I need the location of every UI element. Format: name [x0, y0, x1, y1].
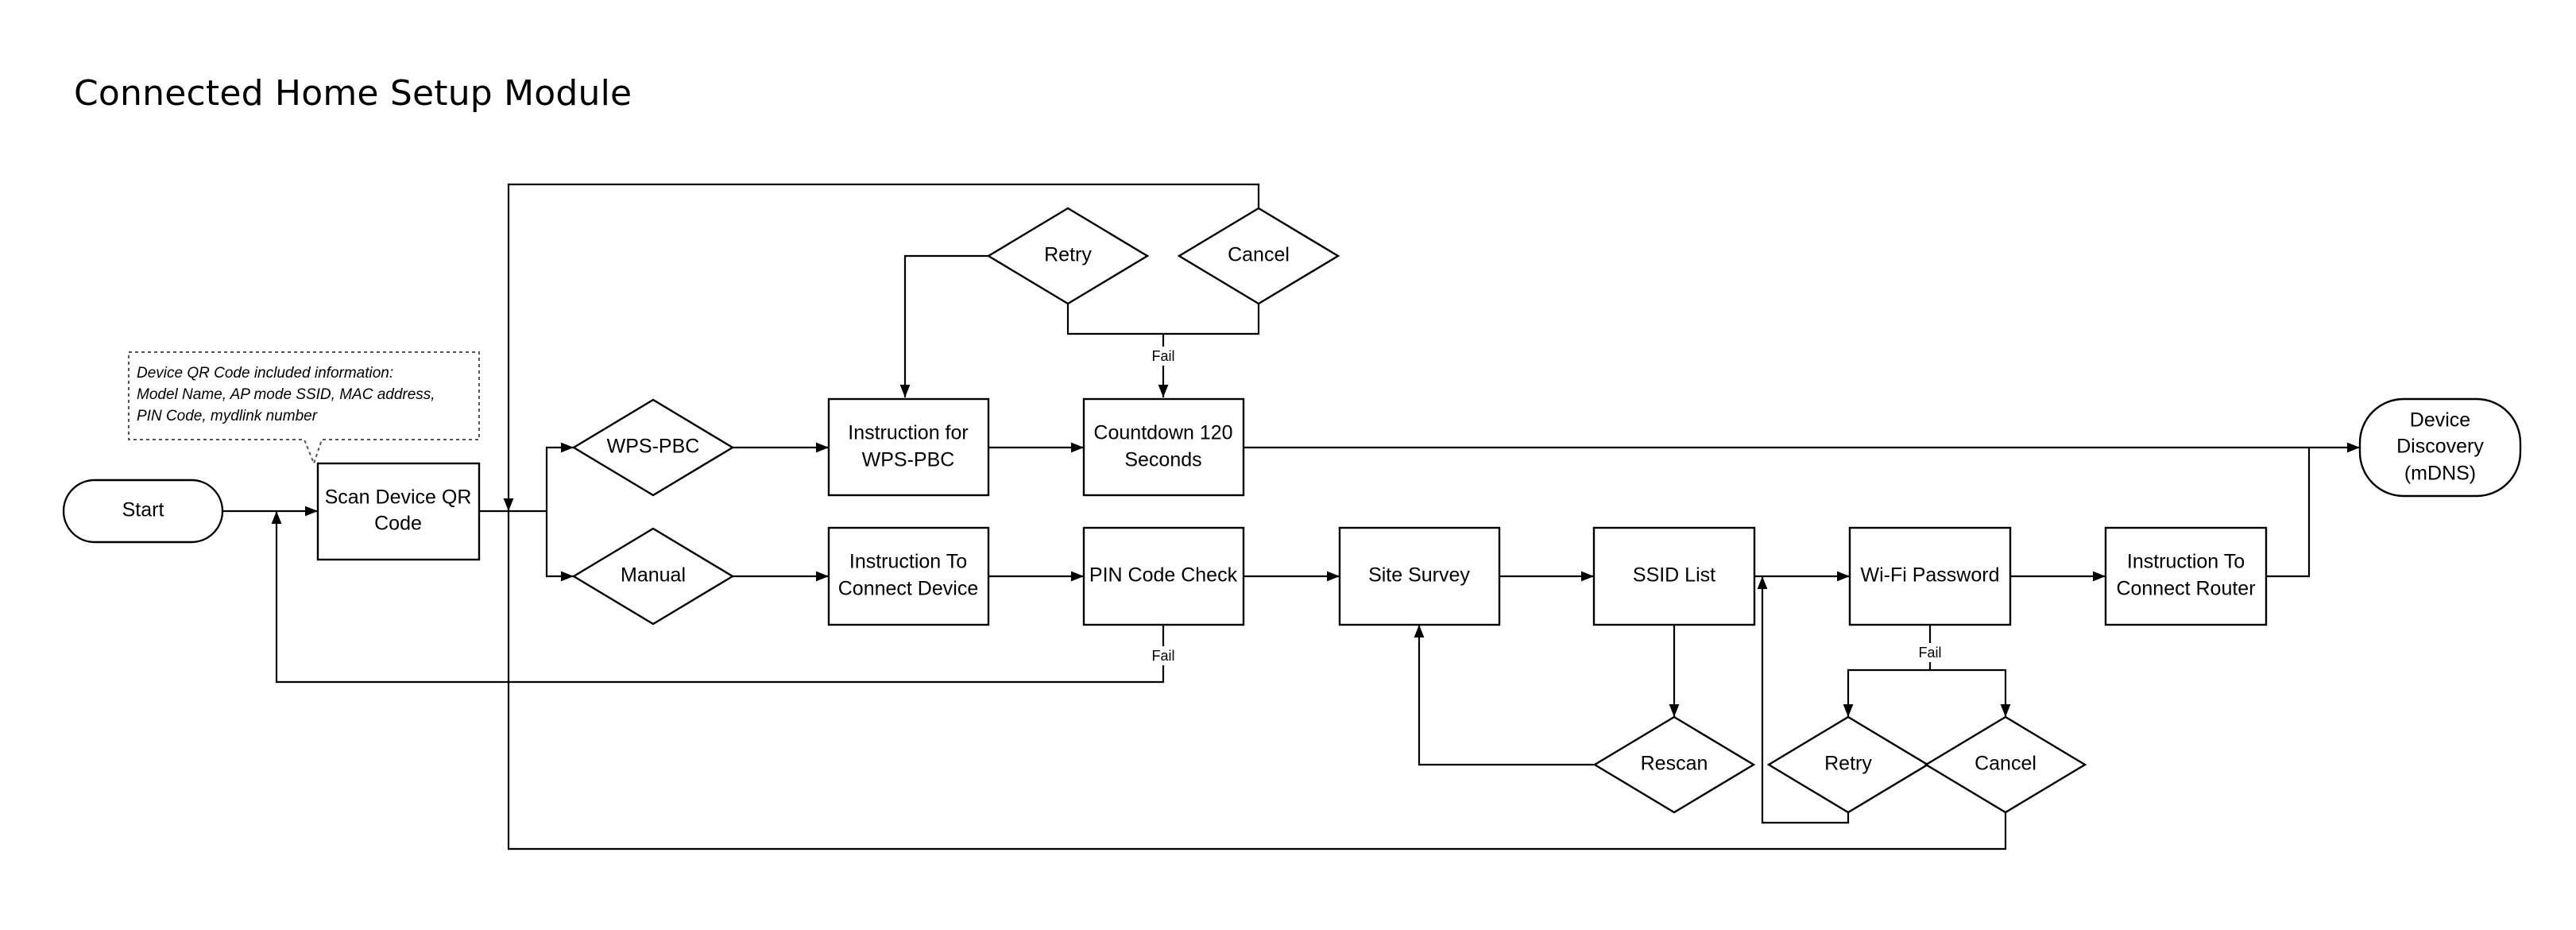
node-label: Code — [374, 513, 422, 535]
node-site-survey[interactable]: Site Survey — [1338, 526, 1501, 626]
edge-canceltop-fail — [1163, 304, 1260, 335]
node-retry-wps[interactable]: Retry — [986, 207, 1150, 305]
node-label: Cancel — [1228, 244, 1290, 266]
node-label: Scan Device QR — [325, 486, 472, 509]
node-wps-pbc[interactable]: WPS-PBC — [571, 398, 735, 497]
node-label: Manual — [621, 564, 686, 587]
connectors — [222, 183, 2360, 851]
node-label: Start — [122, 499, 164, 521]
node-label: Connect Router — [2116, 578, 2255, 600]
note-line: Model Name, AP mode SSID, MAC address, — [137, 386, 435, 403]
edge-labels: Fail Fail Fail — [1151, 347, 1943, 665]
node-rescan[interactable]: Rescan — [1592, 715, 1756, 814]
node-label: Rescan — [1641, 753, 1708, 775]
node-instruction-wps-pbc[interactable]: Instruction for WPS-PBC — [827, 397, 990, 497]
edge-retrybottom-loop — [1757, 576, 1850, 824]
node-label: WPS-PBC — [607, 436, 700, 458]
node-retry-wifi[interactable]: Retry — [1766, 715, 1930, 814]
node-label: Cancel — [1975, 753, 2036, 775]
node-scan-device-qr-code[interactable]: Scan Device QR Code — [316, 462, 481, 561]
qr-info-note: Device QR Code included information: Mod… — [128, 351, 480, 466]
page-title: Connected Home Setup Module — [74, 73, 632, 114]
node-cancel-wifi[interactable]: Cancel — [1924, 715, 2087, 814]
node-device-discovery[interactable]: Device Discovery (mDNS) — [2358, 397, 2522, 498]
node-label: Instruction To — [2127, 551, 2245, 573]
node-cancel-wps[interactable]: Cancel — [1177, 207, 1340, 305]
node-label: Instruction for — [848, 422, 968, 444]
node-label: Retry — [1824, 753, 1872, 775]
node-label: WPS-PBC — [862, 449, 955, 471]
edge-retrytop-instrwps — [899, 254, 988, 397]
edge-split-manual — [545, 511, 574, 582]
node-label: (mDNS) — [2404, 463, 2476, 485]
node-instruction-connect-device[interactable]: Instruction To Connect Device — [827, 526, 990, 626]
node-wifi-password[interactable]: Wi-Fi Password — [1848, 526, 2012, 626]
edge-router-discovery — [2266, 448, 2311, 578]
node-start[interactable]: Start — [62, 479, 224, 544]
node-pin-code-check[interactable]: PIN Code Check — [1082, 526, 1245, 626]
node-label: PIN Code Check — [1089, 564, 1238, 587]
node-instruction-connect-router[interactable]: Instruction To Connect Router — [2104, 526, 2268, 626]
node-label: Instruction To — [849, 551, 967, 573]
edge-canceltop-loop — [503, 183, 1260, 511]
note-line: PIN Code, mydlink number — [137, 408, 318, 424]
edge-retrytop-fail — [1066, 304, 1163, 335]
node-label: Device — [2410, 409, 2470, 432]
node-label: Discovery — [2396, 436, 2484, 458]
edge-fail-retry — [1843, 668, 1930, 717]
edge-label-fail: Fail — [1151, 348, 1174, 364]
node-label: Countdown 120 — [1093, 422, 1232, 444]
node-label: Connect Device — [838, 578, 978, 600]
node-label: Wi-Fi Password — [1860, 564, 1999, 587]
node-label: Seconds — [1124, 449, 1201, 471]
edge-split-wps — [545, 442, 574, 511]
node-ssid-list[interactable]: SSID List — [1592, 526, 1756, 626]
node-manual[interactable]: Manual — [571, 527, 735, 626]
node-label: Site Survey — [1368, 564, 1470, 587]
note-line: Device QR Code included information: — [137, 365, 393, 382]
edge-label-fail: Fail — [1151, 648, 1174, 664]
edge-fail-cancel — [1930, 668, 2011, 717]
node-label: SSID List — [1633, 564, 1715, 587]
edge-label-fail: Fail — [1918, 645, 1941, 661]
edge-cancelbottom-loop — [507, 511, 2007, 851]
node-label: Retry — [1044, 244, 1092, 266]
edge-rescan-site — [1414, 625, 1594, 766]
node-countdown[interactable]: Countdown 120 Seconds — [1082, 397, 1245, 497]
